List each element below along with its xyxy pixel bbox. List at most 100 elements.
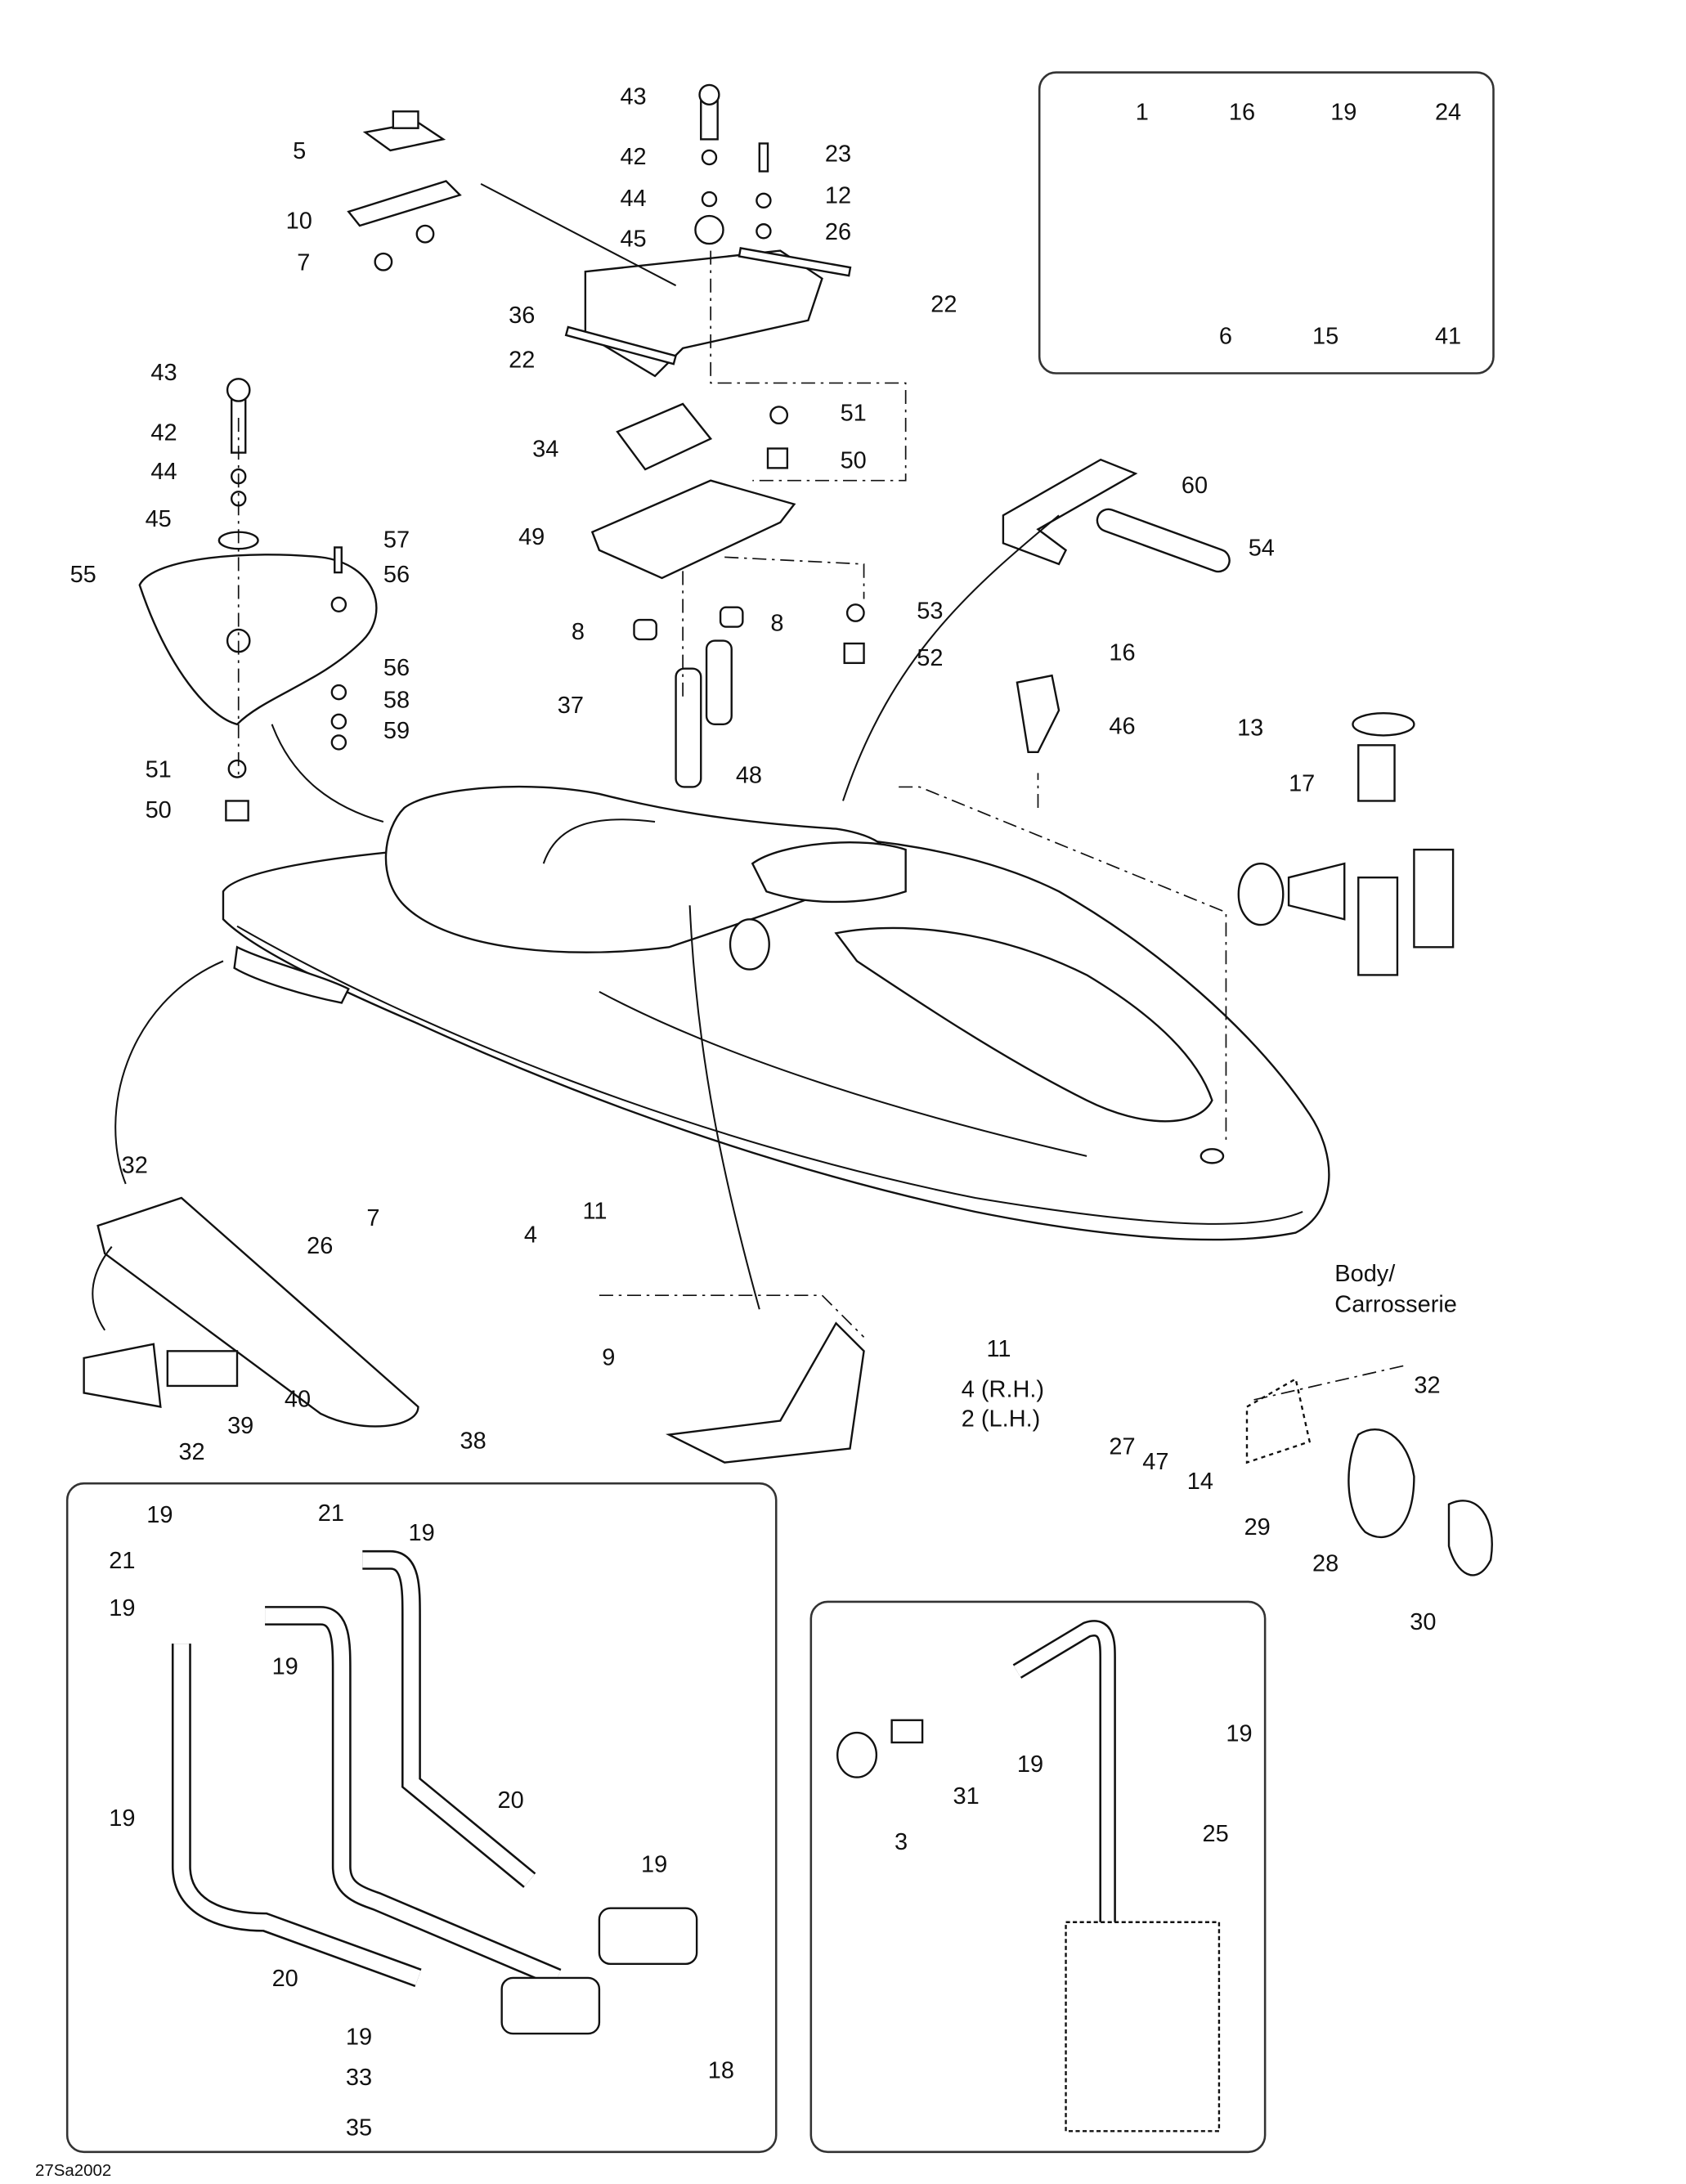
hose-parts [171,1549,1221,2132]
callout-47: 47 [1142,1449,1168,1475]
hose-assembly-box [65,1482,778,2154]
callout-40: 40 [285,1386,311,1412]
callout-7: 7 [366,1205,379,1231]
callout-20: 20 [272,1966,298,1992]
clamp-kit-box [1038,71,1495,374]
callout-32: 32 [1414,1372,1440,1398]
callout-8: 8 [572,619,585,645]
callout-33: 33 [346,2065,372,2091]
misc-parts [83,458,1493,1576]
callout-48: 48 [736,762,762,788]
callout-19: 19 [272,1654,298,1680]
callout-59: 59 [383,718,410,744]
callout-54: 54 [1249,536,1275,562]
callout-43: 43 [620,84,646,110]
callout-15: 15 [1312,324,1338,350]
callout-37: 37 [558,693,584,719]
callout-28: 28 [1312,1550,1338,1576]
callout-39: 39 [227,1413,253,1439]
callout-24: 24 [1435,99,1461,125]
figure-code: 27Sa2002 [35,2161,111,2180]
callout-60: 60 [1182,473,1208,499]
callout-56: 56 [383,562,410,588]
callout-25: 25 [1202,1821,1228,1847]
battery-vent-box [809,1600,1267,2154]
callout-51: 51 [841,400,867,426]
callout-8: 8 [770,611,783,637]
callout-11: 11 [582,1199,607,1225]
callout-19: 19 [641,1851,667,1877]
callout-58: 58 [383,687,410,713]
callout-21: 21 [318,1500,344,1527]
callout-2-L-H: 2 (L.H.) [962,1406,1040,1432]
callout-51: 51 [146,757,172,783]
callout-19: 19 [1017,1751,1043,1778]
body-label-line2: Carrosserie [1334,1292,1457,1318]
assembly-arrows [92,182,1408,1401]
seat-latch-parts [347,83,865,788]
callout-26: 26 [307,1233,333,1259]
callout-32: 32 [178,1439,204,1465]
callout-22: 22 [930,292,957,318]
handle-grab-parts [138,378,378,822]
callout-17: 17 [1289,771,1315,797]
callout-49: 49 [518,524,545,550]
callout-53: 53 [917,598,943,624]
callout-20: 20 [498,1787,524,1814]
callout-32: 32 [122,1152,148,1178]
callout-30: 30 [1410,1609,1436,1635]
callout-41: 41 [1435,324,1461,350]
callout-1: 1 [1136,99,1149,125]
callout-11: 11 [986,1336,1011,1362]
callout-19: 19 [346,2025,372,2051]
callout-19: 19 [409,1520,435,1546]
callout-16: 16 [1229,99,1255,125]
callout-19: 19 [1330,99,1356,125]
callout-26: 26 [825,219,851,245]
callout-44: 44 [150,459,177,485]
callout-19: 19 [146,1502,173,1528]
callout-29: 29 [1244,1514,1271,1540]
callout-43: 43 [150,360,177,386]
callout-55: 55 [70,562,96,588]
callout-23: 23 [825,141,851,168]
callout-42: 42 [620,144,646,170]
callout-27: 27 [1109,1433,1135,1460]
callout-9: 9 [602,1344,615,1370]
watercraft-body [222,785,1330,1241]
callout-42: 42 [150,419,177,446]
callout-34: 34 [532,437,558,463]
callout-35: 35 [346,2114,372,2141]
callout-3: 3 [895,1829,908,1855]
callout-10: 10 [286,208,312,234]
callout-19: 19 [109,1595,135,1621]
callout-13: 13 [1237,715,1263,741]
callout-50: 50 [146,797,172,823]
callout-16: 16 [1109,639,1135,666]
callout-45: 45 [620,226,646,253]
body-label-line1: Body/ [1334,1261,1396,1287]
callout-21: 21 [109,1548,135,1574]
callout-56: 56 [383,655,410,681]
callout-45: 45 [146,506,172,532]
callout-31: 31 [953,1783,980,1810]
callout-12: 12 [825,183,851,209]
callout-52: 52 [917,645,943,671]
callout-19: 19 [109,1805,135,1832]
callout-36: 36 [509,303,535,329]
callout-50: 50 [841,447,867,473]
callout-22: 22 [509,348,535,374]
callout-6: 6 [1219,324,1232,350]
callout-7: 7 [297,249,310,276]
callout-4-R-H: 4 (R.H.) [962,1377,1044,1403]
callout-57: 57 [383,527,410,553]
callout-44: 44 [620,186,646,212]
callout-4: 4 [524,1222,537,1248]
callout-38: 38 [460,1428,487,1455]
callout-5: 5 [293,138,306,164]
callout-46: 46 [1109,714,1135,740]
callout-14: 14 [1187,1469,1213,1495]
